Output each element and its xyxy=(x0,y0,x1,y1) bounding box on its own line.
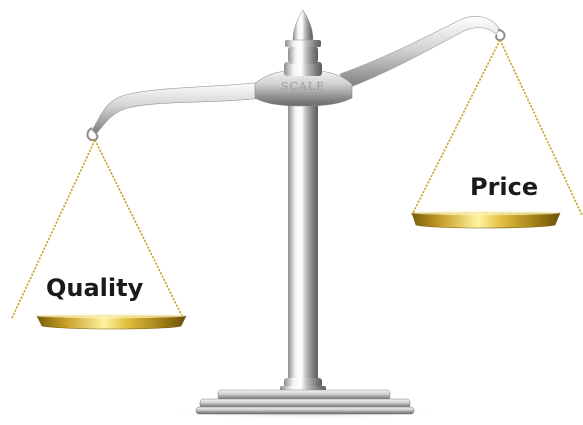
price-label: Price xyxy=(470,173,538,201)
pivot-housing: SCALE xyxy=(254,9,353,107)
right-hook xyxy=(495,29,506,42)
left-pan xyxy=(36,313,187,330)
scale-base xyxy=(195,389,415,415)
right-pan xyxy=(411,210,561,229)
quality-label: Quality xyxy=(46,274,144,302)
left-pan-chains xyxy=(11,139,184,319)
engraving-text: SCALE xyxy=(281,80,325,93)
right-pan-chains xyxy=(411,39,583,216)
scale-beam xyxy=(91,16,501,135)
scale-pillar xyxy=(280,92,326,392)
left-hook xyxy=(86,127,99,142)
